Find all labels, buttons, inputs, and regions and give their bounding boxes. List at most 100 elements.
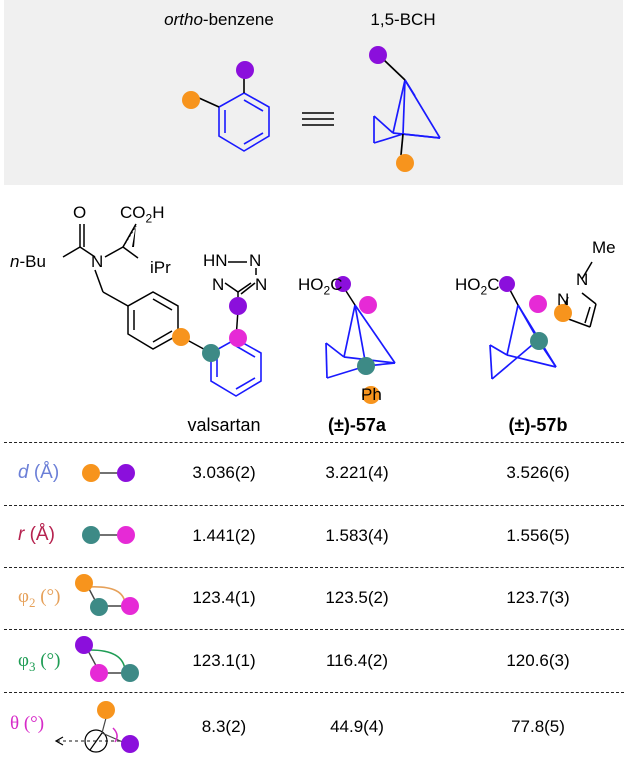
row-label-phi2: φ2 (°) (18, 586, 60, 611)
c57a-ho2c-main: HO (298, 275, 324, 294)
valsartan-orange-atom (172, 328, 190, 346)
d-unit: (Å) (28, 462, 60, 483)
valsartan-oxygen: O (73, 203, 87, 222)
c57b-ho2c-sub: 2 (480, 283, 488, 298)
ortho-benzene-label: ortho-benzene (164, 10, 274, 30)
cell-d-57b: 3.526(6) (506, 463, 570, 482)
cell-phi2-valsartan: 123.4(1) (192, 588, 256, 607)
header-box (4, 0, 623, 185)
row-label-theta: θ (°) (10, 713, 44, 735)
c57a-ho2c: HO2C (298, 275, 342, 297)
row-divider (4, 567, 624, 568)
tetrazole-n3: N (255, 275, 268, 294)
valsartan-nbu: n-Bu (10, 252, 46, 272)
ortho-rest: -benzene (202, 10, 274, 29)
c57b-teal-atom (530, 332, 548, 350)
cell-d-valsartan: 3.036(2) (192, 463, 256, 482)
bch-purple-atom (369, 46, 387, 64)
c57b-ho2c-end: C (487, 275, 500, 294)
row-divider (4, 629, 624, 630)
d-icon (82, 464, 135, 482)
c57a-ph: Ph (361, 385, 382, 404)
tetrazole-nh: HN (203, 251, 228, 270)
valsartan-purple-atom (229, 297, 247, 315)
c57a-orange-atom (362, 386, 380, 404)
bch-structure (373, 59, 441, 156)
tetrazole-ring (224, 261, 257, 295)
co2h-main: CO (120, 203, 146, 222)
c57b-orange-atom (554, 304, 572, 322)
c57b-me: Me (592, 238, 616, 257)
cell-d-57a: 3.221(4) (325, 463, 389, 482)
d-symbol: d (18, 462, 29, 483)
ortho-italic: ortho (164, 10, 203, 29)
equivalence-symbol (302, 112, 334, 126)
bch-label: 1,5-BCH (370, 10, 435, 30)
row-divider (4, 692, 624, 693)
r-unit: (Å) (24, 524, 55, 545)
ortho-benzene-structure (198, 72, 270, 152)
row-divider (4, 505, 624, 506)
ortho-orange-atom (182, 91, 200, 109)
phi2-icon (75, 574, 139, 616)
cell-r-valsartan: 1.441(2) (192, 526, 256, 545)
cell-theta-57a: 44.9(4) (330, 717, 384, 736)
cell-phi3-valsartan: 123.1(1) (192, 651, 256, 670)
cell-phi2-57b: 123.7(3) (506, 588, 570, 607)
valsartan-magenta-atom (229, 329, 247, 347)
c57a-purple-atom (335, 276, 351, 292)
phi3-icon (75, 636, 139, 682)
nbu-rest: -Bu (19, 252, 46, 271)
cell-theta-valsartan: 8.3(2) (201, 717, 247, 736)
c57b-ho2c-main: HO (455, 275, 481, 294)
co2h-end: H (152, 203, 165, 222)
valsartan-ipr: iPr (150, 258, 171, 277)
c57b-magenta-atom (529, 295, 547, 313)
phi3-symbol: φ (18, 650, 29, 671)
phi3-unit: (°) (35, 650, 61, 671)
theta-unit: (°) (19, 713, 45, 734)
cell-phi3-57b: 120.6(3) (506, 651, 570, 670)
col-header-57a: (±)-57a (328, 415, 386, 435)
c57b-purple-atom (499, 276, 515, 292)
r-symbol: r (18, 524, 25, 545)
theta-symbol: θ (10, 713, 20, 734)
c57a-ho2c-end: C (330, 275, 343, 294)
c57a-ho2c-sub: 2 (323, 283, 331, 298)
nbu-italic: n (10, 252, 20, 271)
c57a-teal-atom (357, 357, 375, 375)
phi3-sub: 3 (28, 658, 36, 674)
row-label-r: r (Å) (18, 524, 55, 546)
cell-r-57b: 1.556(5) (506, 526, 570, 545)
row-divider (4, 442, 624, 443)
phi2-unit: (°) (35, 586, 61, 607)
cell-phi2-57a: 123.5(2) (325, 588, 389, 607)
valsartan-biaryl-ring (210, 338, 262, 397)
valsartan-teal-atom (202, 344, 220, 362)
phi2-symbol: φ (18, 586, 29, 607)
cell-r-57a: 1.583(4) (325, 526, 389, 545)
c57b-n1: N (576, 270, 589, 289)
bch-label-text: 1,5-BCH (370, 10, 436, 29)
tetrazole-n2: N (212, 275, 225, 294)
row-label-phi3: φ3 (°) (18, 650, 60, 675)
c57b-n2: N (557, 290, 570, 309)
theta-icon (54, 701, 140, 753)
cell-phi3-57a: 116.4(2) (325, 651, 389, 670)
bch-orange-atom (396, 154, 414, 172)
row-label-d: d (Å) (18, 462, 59, 484)
c57a-magenta-atom (359, 296, 377, 314)
phi2-sub: 2 (28, 594, 36, 610)
ortho-purple-atom (236, 61, 254, 79)
cell-theta-57b: 77.8(5) (511, 717, 565, 736)
valsartan-nitrogen: N (91, 252, 104, 271)
tetrazole-n1: N (249, 251, 262, 270)
c57b-ho2c: HO2C (455, 275, 499, 297)
co2h-sub: 2 (145, 211, 153, 226)
col-header-valsartan: valsartan (187, 415, 261, 435)
col-header-57b: (±)-57b (508, 415, 568, 435)
valsartan-co2h: CO2H (120, 203, 164, 225)
c57b-bonds (489, 304, 557, 380)
